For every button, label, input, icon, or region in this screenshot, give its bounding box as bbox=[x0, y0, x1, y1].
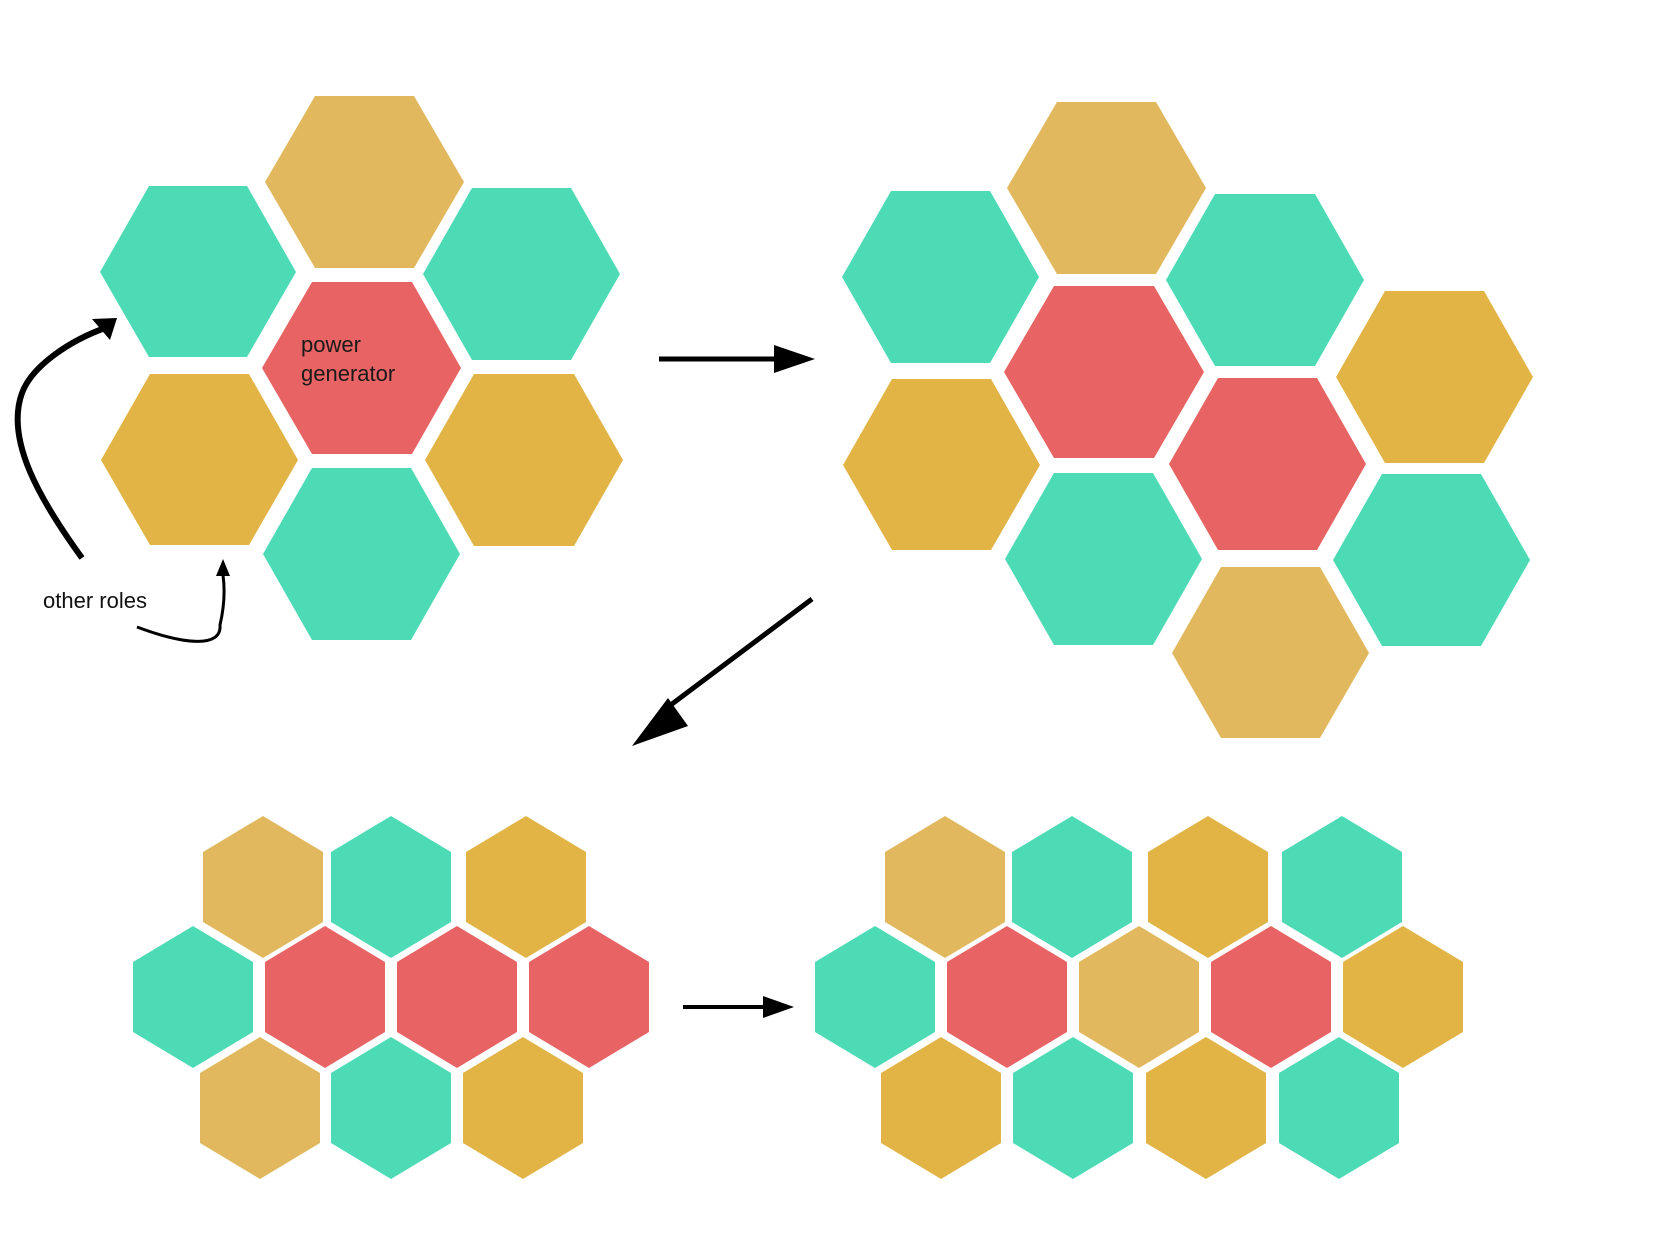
hex-cell bbox=[1007, 102, 1206, 274]
cluster-1-single-generator: power generator bbox=[100, 96, 623, 640]
cluster-3-three-generators-row bbox=[133, 816, 649, 1179]
flow-arrows bbox=[632, 345, 815, 1018]
arrow-diagonal-down-left bbox=[632, 597, 814, 746]
hex-cell bbox=[885, 816, 1005, 958]
hex-cell bbox=[843, 379, 1040, 550]
cluster-2-two-generators bbox=[842, 102, 1533, 738]
hex-cell bbox=[262, 282, 461, 454]
hex-cell bbox=[133, 926, 253, 1068]
other-roles-annotation: other roles bbox=[14, 318, 230, 643]
hex-cell bbox=[263, 468, 460, 640]
hex-cell bbox=[1166, 194, 1364, 366]
power-generator-label-line2: generator bbox=[301, 361, 395, 386]
curved-arrow-small-head bbox=[216, 559, 230, 576]
hex-cell bbox=[529, 926, 649, 1068]
hex-cell bbox=[1279, 1037, 1399, 1179]
hex-cell bbox=[463, 1037, 583, 1179]
hex-cell bbox=[1336, 291, 1533, 463]
hex-cell bbox=[1013, 1037, 1133, 1179]
hex-cell bbox=[1079, 926, 1199, 1068]
hex-cell bbox=[200, 1037, 320, 1179]
cluster-4-spaced-generators bbox=[815, 816, 1463, 1179]
power-generator-label-line1: power bbox=[301, 332, 361, 357]
arrow-right-bottom bbox=[683, 996, 794, 1018]
hex-cell bbox=[947, 926, 1067, 1068]
hex-cell bbox=[101, 374, 298, 545]
hex-cell bbox=[1169, 378, 1366, 550]
hex-cell bbox=[1005, 473, 1202, 645]
hex-cell bbox=[100, 186, 296, 357]
hex-cell bbox=[881, 1037, 1001, 1179]
hex-cell bbox=[1282, 816, 1402, 958]
hex-cell bbox=[1148, 816, 1268, 958]
hex-cell bbox=[331, 816, 451, 958]
arrow-right-top bbox=[659, 345, 815, 373]
curved-arrow-up bbox=[14, 324, 109, 560]
hex-cell bbox=[815, 926, 935, 1068]
hex-cell bbox=[1333, 474, 1530, 646]
curved-arrow-small bbox=[136, 574, 226, 643]
hex-cell bbox=[1343, 926, 1463, 1068]
hex-cell bbox=[1004, 286, 1204, 458]
other-roles-label: other roles bbox=[43, 588, 147, 613]
hex-cell bbox=[423, 188, 620, 360]
curved-arrow-up-head bbox=[92, 318, 117, 340]
hex-cell bbox=[842, 191, 1039, 363]
hex-cell bbox=[203, 816, 323, 958]
hex-cell bbox=[265, 96, 464, 268]
hex-cell bbox=[1012, 816, 1132, 958]
hex-cell bbox=[265, 926, 385, 1068]
hex-cell bbox=[1146, 1037, 1266, 1179]
hex-cell bbox=[331, 1037, 451, 1179]
hex-cell bbox=[425, 374, 623, 546]
hex-cell bbox=[1172, 567, 1369, 738]
hex-cell bbox=[466, 816, 586, 958]
hex-cell bbox=[397, 926, 517, 1068]
hex-cell bbox=[1211, 926, 1331, 1068]
